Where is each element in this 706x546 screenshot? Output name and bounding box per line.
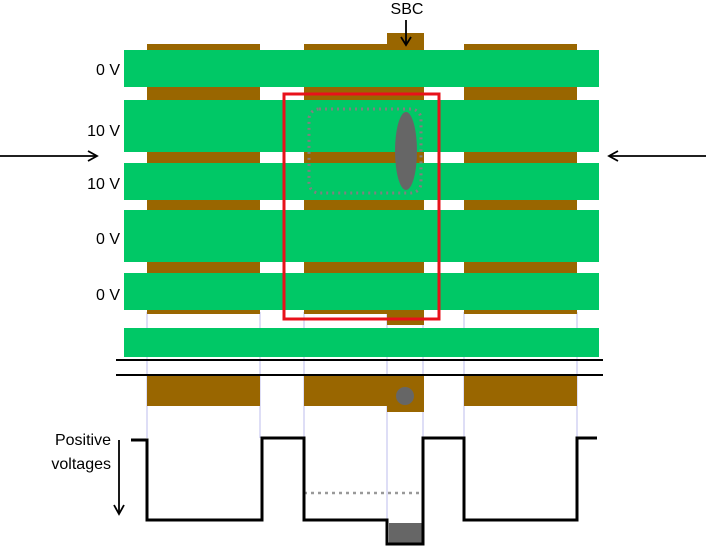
pixel-highlight-box bbox=[282, 92, 441, 321]
gate-1 bbox=[124, 50, 599, 87]
gate-voltage-label-2: 10 V bbox=[87, 123, 120, 140]
cross-section-blocks bbox=[147, 376, 577, 412]
gate-5 bbox=[124, 273, 599, 310]
charge-cross-section bbox=[396, 387, 414, 405]
arrow-left-icon bbox=[0, 150, 99, 162]
gate-voltage-label-5: 0 V bbox=[96, 287, 120, 304]
gate-4 bbox=[124, 210, 599, 262]
potential-profile bbox=[131, 436, 597, 546]
voltage-axis-arrow bbox=[113, 440, 125, 516]
charge-packet-outline bbox=[307, 107, 423, 195]
axis-label-line-2: voltages bbox=[51, 456, 111, 473]
arrow-right-icon bbox=[607, 150, 706, 162]
charge-blob bbox=[395, 112, 417, 190]
gate-3 bbox=[124, 163, 599, 200]
gate-voltage-label-4: 0 V bbox=[96, 231, 120, 248]
gate-6 bbox=[124, 328, 599, 357]
axis-label-line-1: Positive bbox=[55, 432, 111, 449]
gate-voltage-label-3: 10 V bbox=[87, 176, 120, 193]
sbc-label: SBC bbox=[391, 1, 424, 18]
arrow-down-icon bbox=[400, 20, 412, 47]
gate-voltage-label-1: 0 V bbox=[96, 62, 120, 79]
potential-well-charge bbox=[389, 523, 423, 544]
